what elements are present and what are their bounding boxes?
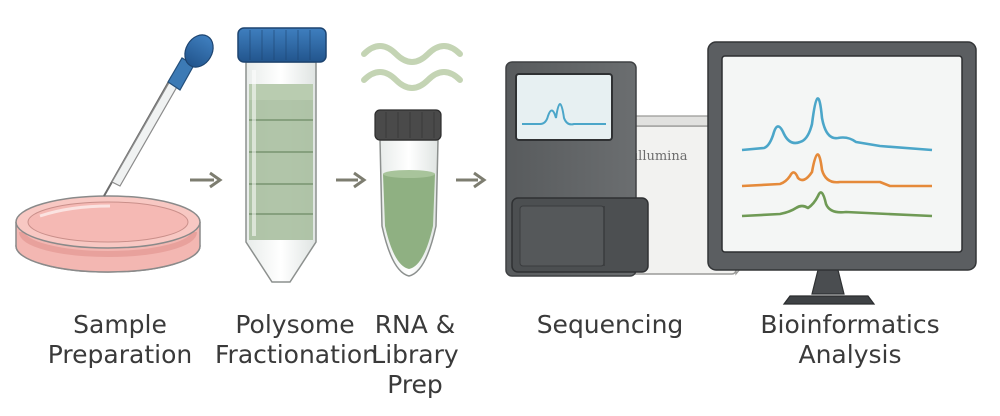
chromatogram-traces — [741, 97, 933, 218]
step-label-line: Fractionation — [215, 340, 379, 369]
microtube-icon — [374, 109, 442, 277]
petri-dish-icon — [15, 195, 201, 273]
step-label-line: Sequencing — [536, 310, 684, 339]
step-label-bioinformatics-analysis: Bioinformatics Analysis — [735, 310, 965, 370]
step-label-line: Analysis — [798, 340, 902, 369]
step-label-rna-library-prep: RNA & Library Prep — [355, 310, 475, 400]
pipette-icon — [103, 34, 214, 197]
arrow-3-icon — [456, 171, 487, 189]
sequencer-brand-text: illumina — [634, 149, 688, 164]
step-label-polysome-fractionation: Polysome Fractionation — [215, 310, 379, 370]
step-label-line: Sample — [73, 310, 167, 339]
trace-orange — [741, 153, 932, 188]
step-label-line: Prep — [387, 370, 443, 399]
step-label-line: Library — [371, 340, 459, 369]
conical-tube-icon — [237, 27, 327, 283]
monitor-icon — [707, 41, 977, 305]
step-label-line: RNA & — [374, 310, 456, 339]
step-label-line: Preparation — [47, 340, 193, 369]
arrow-1-icon — [190, 171, 223, 189]
arrow-2-icon — [336, 171, 367, 189]
trace-green — [741, 191, 933, 218]
step-label-line: Bioinformatics — [760, 310, 940, 339]
step-label-sample-preparation: Sample Preparation — [10, 310, 230, 370]
step-label-sequencing: Sequencing — [510, 310, 710, 340]
step-label-line: Polysome — [235, 310, 355, 339]
trace-blue — [741, 97, 933, 152]
rna-wave-icon — [361, 43, 463, 91]
